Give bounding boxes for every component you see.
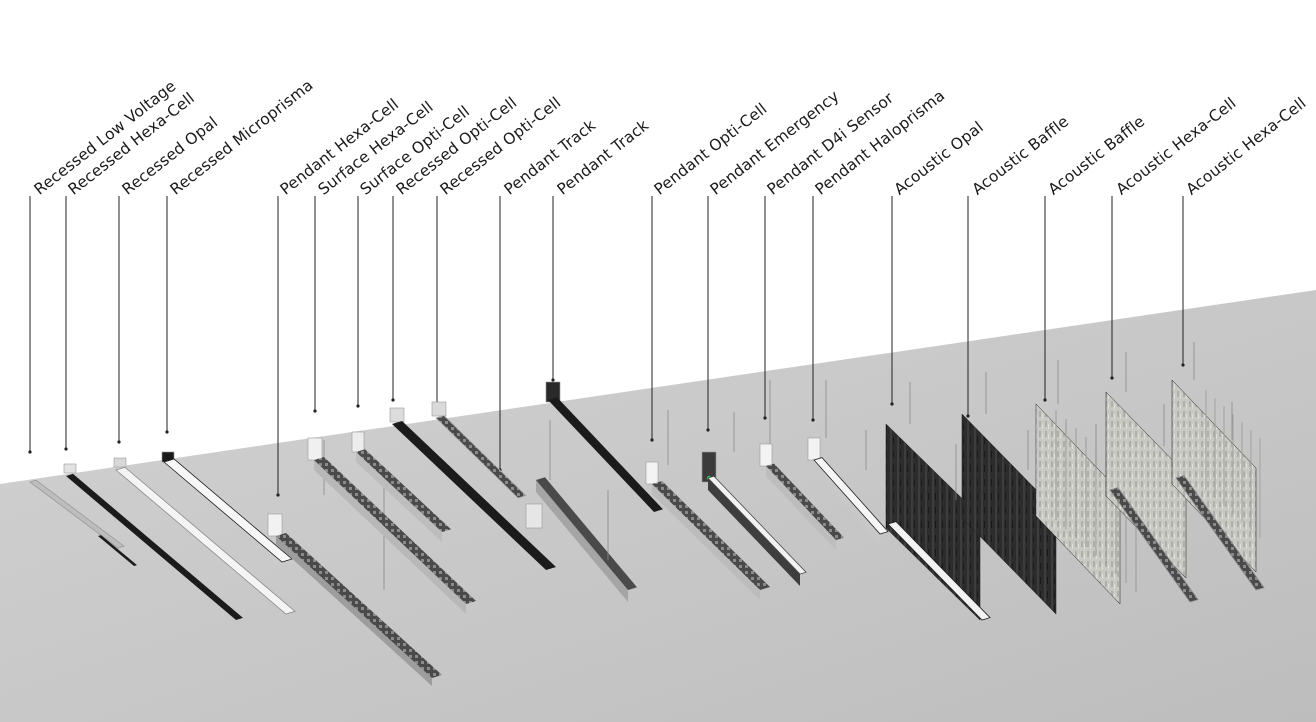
leader-dot <box>811 418 815 422</box>
fixture-recessed-low-voltage <box>29 479 125 549</box>
fixture-head <box>389 407 405 423</box>
leader-lines <box>28 196 1185 497</box>
leader-dot <box>28 450 32 454</box>
fixture-surface-hexa-cell <box>314 457 476 604</box>
fixture-pendant-hexa-cell-side <box>276 536 432 686</box>
leader-dot <box>706 428 710 432</box>
fixture-head <box>63 463 77 474</box>
fixture-acoustic-hexa-cell-1 <box>1109 487 1199 603</box>
fixture-acoustic-hexa-cell-2-baffle <box>1171 379 1257 573</box>
fixture-end-cap <box>759 443 773 467</box>
leader-dot <box>165 430 169 434</box>
leader-dot <box>391 398 395 402</box>
fixture-pendant-opti-cell <box>652 481 770 590</box>
leader-dot <box>313 409 317 413</box>
fixture-end-cap <box>307 437 323 461</box>
fixture-acoustic-baffle-1 <box>961 413 1057 615</box>
fixture-acoustic-hexa-cell-2 <box>1175 475 1265 591</box>
fixture-surface-hexa-cell-side <box>314 460 466 614</box>
fixture-end-cap <box>807 437 821 461</box>
fixture-recessed-low-voltage-tail <box>98 535 137 566</box>
fixture-end-cap <box>351 431 365 453</box>
fixture-acoustic-hexa-cell-1-baffle <box>1105 391 1187 579</box>
fixture-end-cap <box>267 513 283 537</box>
leader-dot <box>117 440 121 444</box>
fixture-acoustic-baffle-2 <box>1035 403 1121 605</box>
fixture-pendant-track-side <box>536 480 628 602</box>
fixture-pendant-d4i-sensor <box>766 463 844 540</box>
fixture-pendant-opti-cell-side <box>652 484 760 600</box>
fixture-pendant-emergency <box>707 475 807 575</box>
leader-dot <box>276 493 280 497</box>
fixture-recessed-opti-cell-2 <box>435 415 527 499</box>
fixture-pendant-d4i-sensor-side <box>766 466 836 550</box>
fixture-recessed-hexa-cell <box>66 473 243 620</box>
fixture-recessed-opti-cell-1 <box>392 421 556 570</box>
leader-dot <box>356 404 360 408</box>
leader-dot <box>1043 398 1047 402</box>
leader-dot <box>1110 376 1114 380</box>
leader-dot <box>650 438 654 442</box>
fixture-head <box>113 457 127 468</box>
fixture-pendant-haloprisma <box>813 457 889 535</box>
fixture-pendant-track-1 <box>536 477 637 590</box>
fixture-surface-opti-cell <box>356 449 451 532</box>
fixture-surface-opti-cell-side <box>356 452 442 542</box>
fixture-pendant-hexa-cell <box>276 533 442 678</box>
leader-dot <box>1181 363 1185 367</box>
leader-dot <box>763 416 767 420</box>
fixture-pendant-track-2 <box>548 397 663 512</box>
fixtures <box>29 342 1265 686</box>
leader-dot <box>966 414 970 418</box>
fixture-end-cap <box>645 461 659 485</box>
fixture-acoustic-opal-baffle <box>885 423 981 621</box>
fixture-recessed-microprisma <box>163 458 293 563</box>
fixture-pendant-haloprisma-side <box>814 460 880 544</box>
fixture-track-spot <box>525 503 543 529</box>
leader-dot <box>890 402 894 406</box>
fixture-pendant-emergency-side <box>708 478 800 586</box>
fixture-acoustic-opal-strip <box>887 521 991 621</box>
leader-dot <box>64 447 68 451</box>
leader-dot <box>551 378 555 382</box>
fixture-recessed-opal <box>115 466 296 615</box>
fixture-head <box>431 401 447 417</box>
